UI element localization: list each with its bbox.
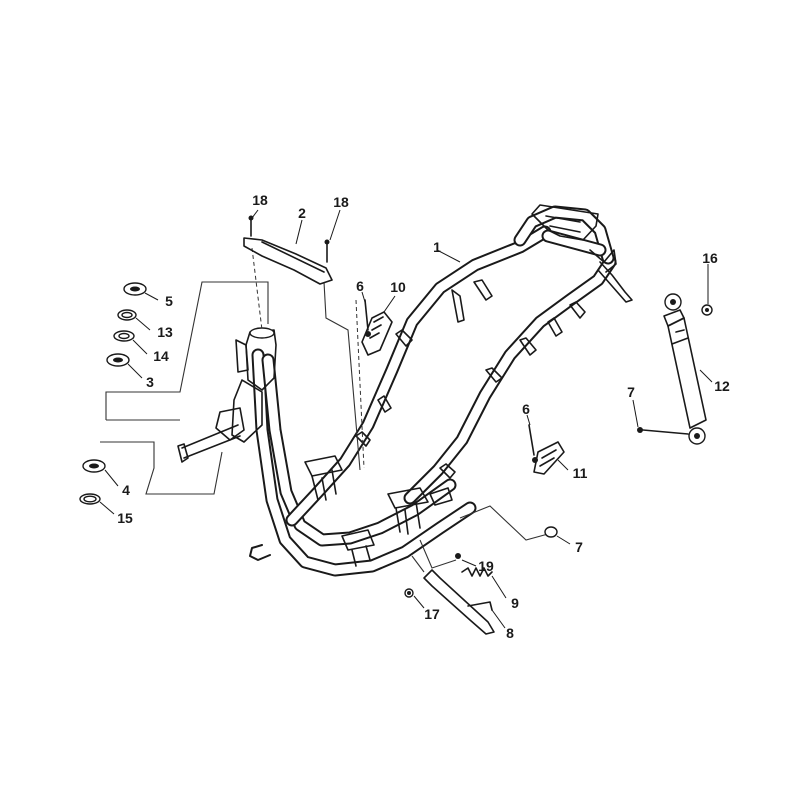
assembly-guide-lines bbox=[100, 247, 549, 573]
bolt-18-right bbox=[324, 239, 330, 263]
callout-14: 14 bbox=[153, 348, 169, 364]
spring-9 bbox=[461, 567, 493, 577]
callout-2: 2 bbox=[298, 205, 306, 221]
ring-13 bbox=[117, 309, 137, 321]
callout-7-lower: 7 bbox=[575, 539, 583, 555]
callout-8: 8 bbox=[506, 625, 514, 641]
bushing-11 bbox=[533, 441, 565, 475]
callout-3: 3 bbox=[146, 374, 154, 390]
bolt-7-upper bbox=[637, 427, 689, 435]
callout-10: 10 bbox=[390, 279, 406, 295]
bolt-18-left bbox=[248, 215, 254, 237]
bearing-3 bbox=[106, 353, 130, 367]
ring-15 bbox=[79, 493, 101, 505]
leader-lines bbox=[99, 209, 713, 629]
callout-1: 1 bbox=[433, 239, 441, 255]
callout-17: 17 bbox=[424, 606, 440, 622]
part-2-bracket bbox=[243, 237, 333, 285]
callout-15: 15 bbox=[117, 510, 133, 526]
callout-9: 9 bbox=[511, 595, 519, 611]
callout-12: 12 bbox=[714, 378, 730, 394]
callout-labels: 1 2 3 4 5 6 6 7 7 8 9 10 11 12 13 14 15 … bbox=[117, 192, 730, 641]
callout-19: 19 bbox=[478, 558, 494, 574]
side-stand-8 bbox=[423, 569, 495, 635]
main-frame bbox=[177, 204, 633, 577]
callout-18-left: 18 bbox=[252, 192, 268, 208]
bearing-4 bbox=[82, 459, 106, 473]
bearing-5 bbox=[123, 282, 147, 296]
pin-17 bbox=[404, 588, 414, 598]
nut-7-lower bbox=[544, 526, 558, 538]
bolt-19 bbox=[455, 553, 461, 559]
callout-5: 5 bbox=[165, 293, 173, 309]
callout-6-upper: 6 bbox=[356, 278, 364, 294]
callout-16: 16 bbox=[702, 250, 718, 266]
callout-18-right: 18 bbox=[333, 194, 349, 210]
callout-4: 4 bbox=[122, 482, 130, 498]
shock-absorber-12 bbox=[663, 293, 707, 445]
ring-14 bbox=[113, 330, 135, 342]
callout-7-upper: 7 bbox=[627, 384, 635, 400]
nut-16 bbox=[701, 304, 713, 316]
callout-6-lower: 6 bbox=[522, 401, 530, 417]
callout-11: 11 bbox=[573, 465, 588, 481]
callout-13: 13 bbox=[157, 324, 173, 340]
